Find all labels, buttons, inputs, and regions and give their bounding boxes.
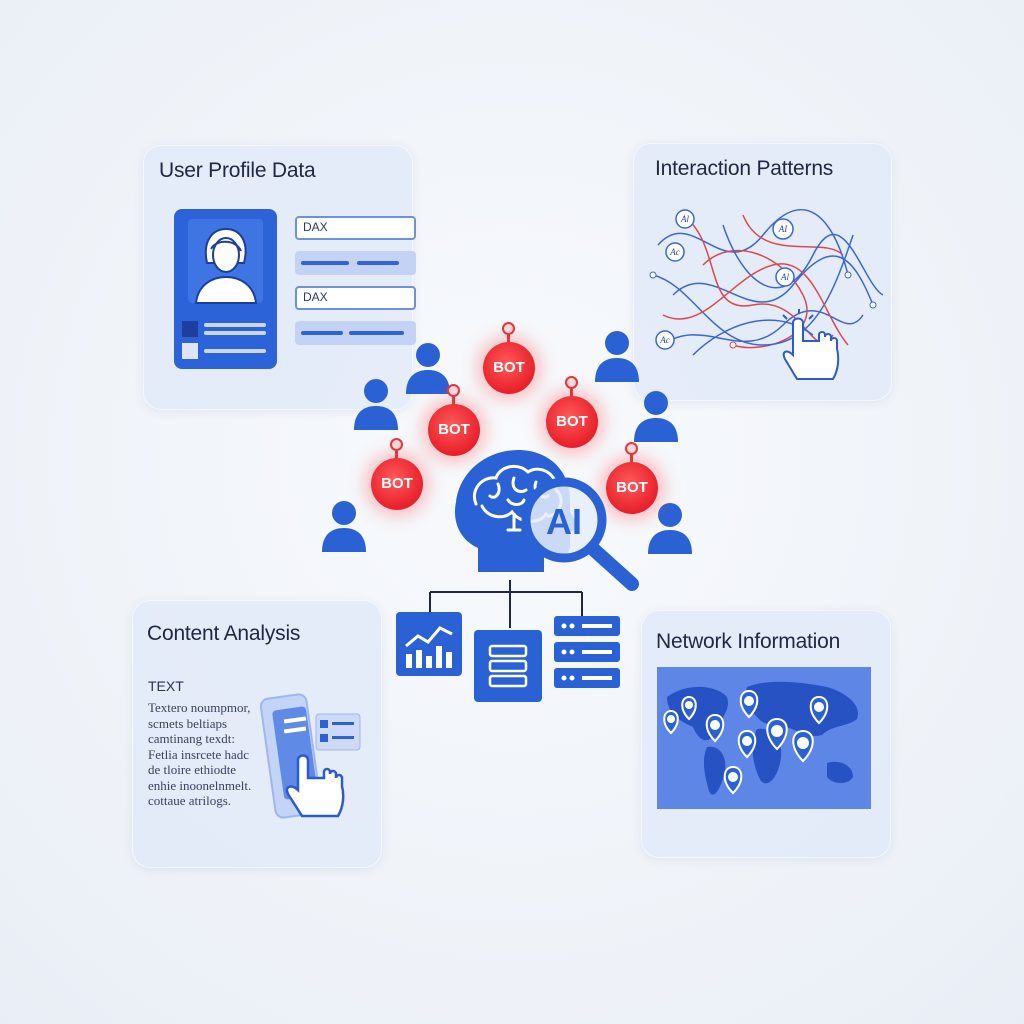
user-icon <box>322 501 366 552</box>
user-profile-panel: User Profile Data DAX DAX <box>143 145 416 410</box>
phone-touch-icon <box>259 693 361 819</box>
interaction-network-graph: Al Ac AI Al Ac <box>649 209 884 380</box>
magnifier-icon: AI <box>521 477 639 591</box>
bot-badge: BOT <box>483 322 535 394</box>
text-line: enhie inoonelnmelt. <box>148 777 252 793</box>
network-information-panel: Network Information <box>641 610 891 858</box>
user-icon <box>648 503 692 554</box>
node-label-4: Al <box>780 272 789 282</box>
content-text-body: Textero noumpmor, scmets beltiaps camtin… <box>148 700 288 809</box>
connection-lines <box>429 580 583 628</box>
interaction-patterns-panel: Interaction Patterns Al Ac AI Al Ac <box>633 143 892 401</box>
node-label-5: Ac <box>659 335 670 345</box>
bot-badge: BOT <box>546 376 598 448</box>
panel-title-interaction-patterns: Interaction Patterns <box>655 157 834 180</box>
bot-badge: BOT <box>606 442 658 514</box>
text-line: camtinang texdt: <box>148 731 236 746</box>
card-line-1 <box>204 323 266 327</box>
text-line: Fetlia insrcete hadc <box>148 746 250 762</box>
text-line: scmets beltiaps <box>148 715 228 731</box>
bot-badge: BOT <box>371 438 423 510</box>
profile-field-1[interactable]: DAX <box>295 216 416 240</box>
content-analysis-panel: Content Analysis TEXT Textero noumpmor, … <box>132 600 382 868</box>
panel-title-network-information: Network Information <box>656 630 841 653</box>
user-icon <box>634 391 678 442</box>
user-icon <box>595 331 639 382</box>
world-map <box>657 667 871 809</box>
server-icon <box>554 616 620 690</box>
ai-label: AI <box>546 501 582 542</box>
text-line: Textero noumpmor, <box>148 700 251 715</box>
user-icon <box>406 343 450 394</box>
panel-title-content-analysis: Content Analysis <box>147 622 301 645</box>
profile-bar-row-1 <box>295 251 416 275</box>
pointing-hand-icon <box>782 309 840 380</box>
chart-icon <box>396 612 462 676</box>
node-label-1: Al <box>680 214 689 224</box>
bot-badge: BOT <box>428 384 480 456</box>
card-line-3 <box>204 349 266 353</box>
user-icon <box>354 379 398 430</box>
node-label-3: AI <box>778 224 788 234</box>
female-avatar-icon <box>188 219 263 304</box>
profile-bar-row-2 <box>295 321 416 345</box>
panel-title-user-profile: User Profile Data <box>159 159 316 182</box>
location-pins <box>663 689 829 795</box>
database-icon <box>474 630 542 702</box>
card-line-2 <box>204 331 266 335</box>
content-text-heading: TEXT <box>148 678 184 694</box>
card-square-light <box>182 343 198 359</box>
node-label-2: Ac <box>669 247 680 257</box>
text-line: de tloire ethiodte <box>148 762 237 777</box>
profile-card <box>174 209 277 369</box>
text-line: cottaue atrilogs. <box>148 793 232 808</box>
card-square-dark <box>182 321 198 337</box>
profile-field-2[interactable]: DAX <box>295 286 416 310</box>
